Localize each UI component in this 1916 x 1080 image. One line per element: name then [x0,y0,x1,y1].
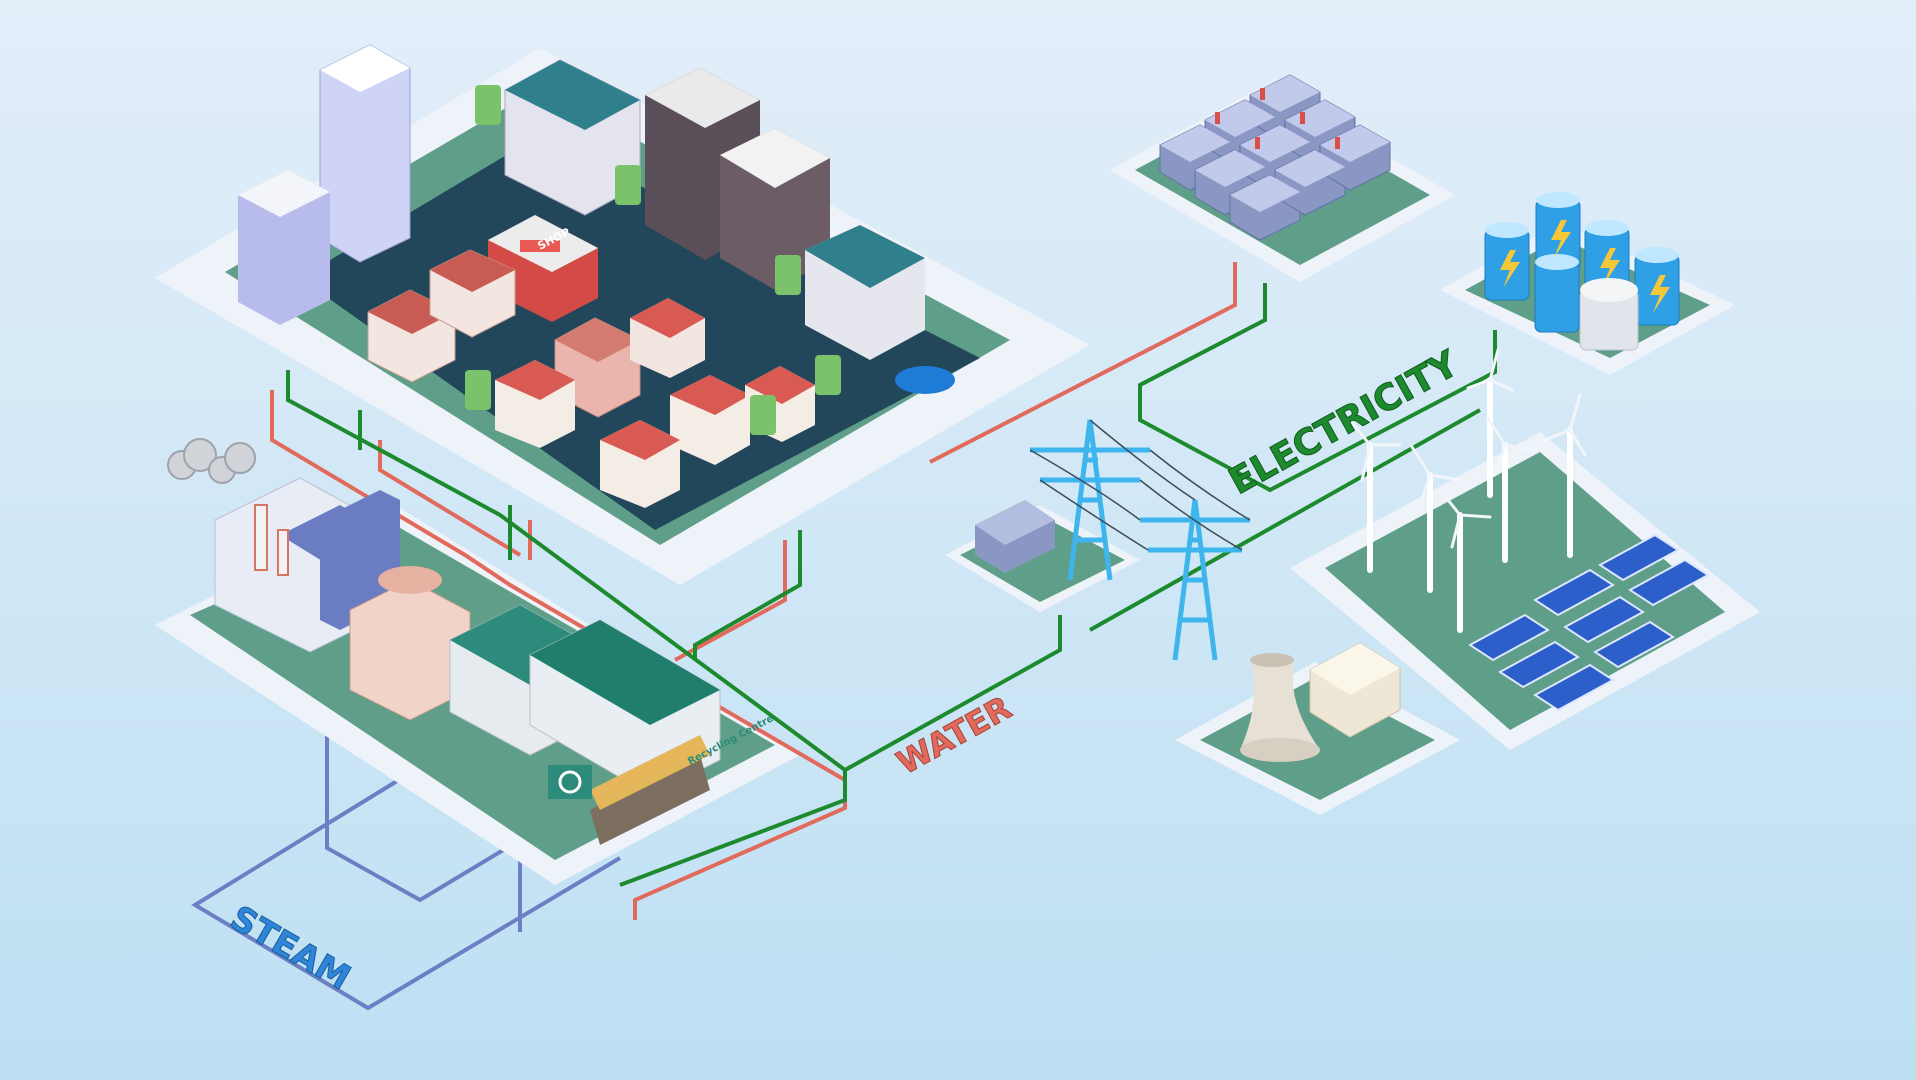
electricity-pipes [286,283,1497,887]
battery-storage [1484,192,1680,351]
turbine-blades [1348,348,1587,549]
smoke-icon [167,438,256,484]
lightning-icon [1500,220,1670,313]
solar-panels [1468,533,1710,712]
industrial-buildings [167,438,721,845]
recycle-icon [548,765,592,799]
city-buildings [238,44,955,508]
power-lines [1029,419,1251,551]
factory-cluster [1159,74,1391,241]
substation-platform [945,500,1140,612]
cooling-tower [1240,642,1401,762]
wind-turbines [1367,377,1573,633]
